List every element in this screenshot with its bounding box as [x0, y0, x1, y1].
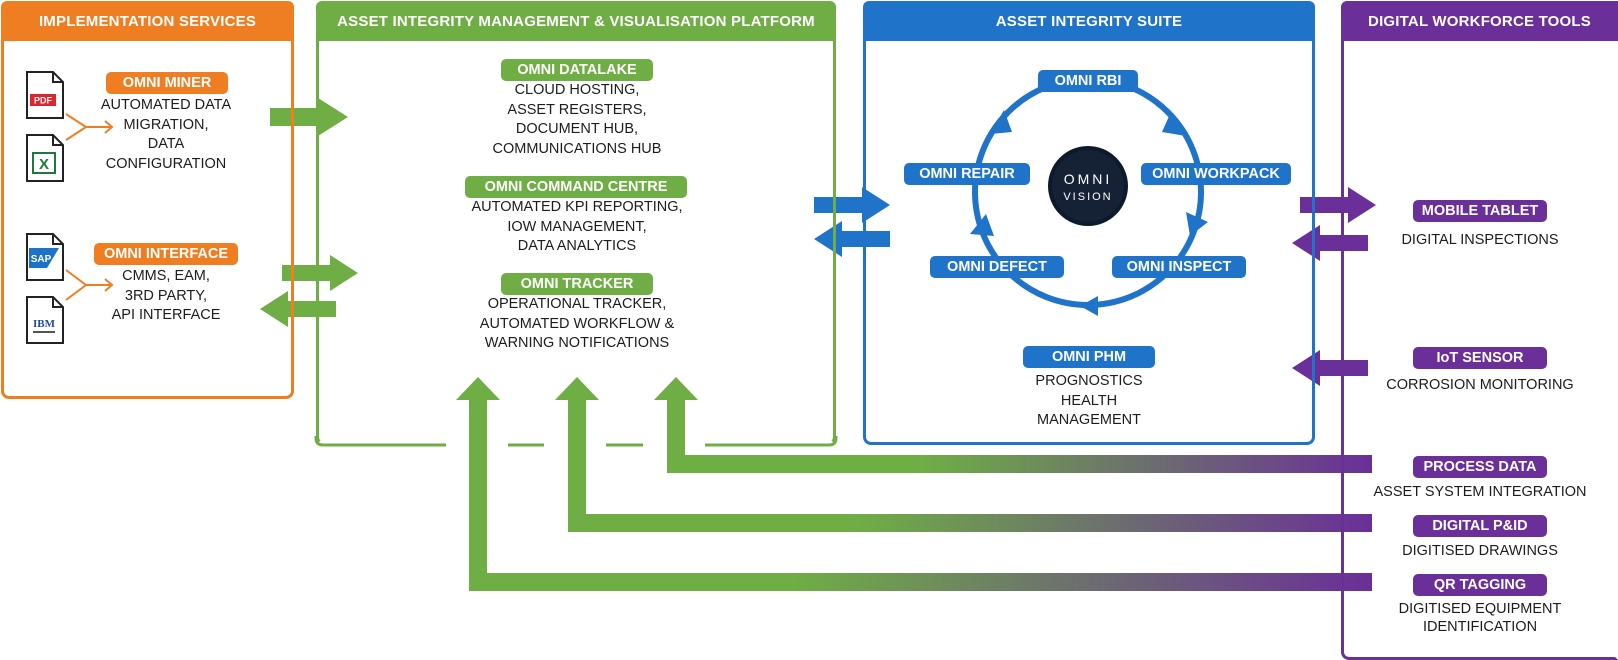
iot-sensor-label: IoT SENSOR	[1413, 347, 1547, 369]
platform-title: ASSET INTEGRITY MANAGEMENT & VISUALISATI…	[316, 1, 836, 41]
asset-integrity-suite-title: ASSET INTEGRITY SUITE	[863, 1, 1315, 41]
iot-to-suite-arrow	[1292, 350, 1368, 386]
omni-tracker-label: OMNI TRACKER	[501, 273, 653, 295]
omni-rbi-label: OMNI RBI	[1038, 70, 1138, 92]
omni-defect-label: OMNI DEFECT	[930, 256, 1064, 278]
svg-text:IBM: IBM	[33, 318, 56, 330]
svg-text:OMNI: OMNI	[1064, 171, 1113, 187]
digital-pid-arrowhead	[555, 377, 599, 400]
mobile-tablet-label: MOBILE TABLET	[1413, 200, 1547, 222]
omni-miner-label: OMNI MINER	[106, 72, 228, 94]
excel-file-icon: X	[26, 134, 64, 182]
pdf-file-icon: PDF	[26, 71, 64, 119]
platform-to-suite-arrow	[814, 187, 890, 223]
digital-pid-label: DIGITAL P&ID	[1413, 515, 1547, 537]
svg-text:VISION: VISION	[1063, 191, 1112, 203]
omni-command-centre-description: AUTOMATED KPI REPORTING, IOW MANAGEMENT,…	[471, 199, 683, 254]
platform-to-interface-arrow	[260, 291, 336, 327]
omni-inspect-label: OMNI INSPECT	[1112, 256, 1246, 278]
digital-pid-feedback-arrow	[568, 400, 1372, 532]
ibm-file-icon: IBM	[26, 296, 64, 344]
mobile-to-suite-arrow	[1292, 225, 1368, 261]
implementation-services-title: IMPLEMENTATION SERVICES	[1, 1, 294, 41]
iot-sensor-description: CORROSION MONITORING	[1386, 377, 1574, 393]
process-data-feedback-arrow	[667, 400, 1372, 473]
cycle-arrow-2	[1186, 212, 1208, 236]
omni-interface-label: OMNI INTERFACE	[94, 243, 238, 265]
digital-workforce-title: DIGITAL WORKFORCE TOOLS	[1341, 1, 1618, 41]
omni-datalake-description: CLOUD HOSTING, ASSET REGISTERS, DOCUMENT…	[492, 82, 662, 157]
miner-to-platform-arrow	[270, 98, 348, 136]
omni-repair-label: OMNI REPAIR	[904, 163, 1030, 185]
qr-tagging-feedback-arrow	[469, 400, 1372, 591]
qr-tagging-arrowhead	[456, 377, 500, 400]
cycle-arrow-1	[1162, 114, 1186, 136]
svg-text:SAP: SAP	[31, 254, 52, 265]
omni-workpack-label: OMNI WORKPACK	[1141, 163, 1291, 185]
process-data-label: PROCESS DATA	[1413, 456, 1547, 478]
svg-text:X: X	[39, 156, 49, 173]
process-data-description: ASSET SYSTEM INTEGRATION	[1373, 484, 1587, 500]
cycle-arrow-3	[1080, 296, 1098, 316]
mobile-tablet-description: DIGITAL INSPECTIONS	[1401, 232, 1559, 248]
omni-phm-description: PROGNOSTICS HEALTH MANAGEMENT	[1035, 373, 1143, 428]
omni-command-centre-label: OMNI COMMAND CENTRE	[465, 176, 687, 198]
interface-to-platform-arrow	[282, 255, 358, 291]
cycle-arrow-4	[970, 214, 994, 236]
omni-datalake-label: OMNI DATALAKE	[501, 59, 653, 81]
cycle-arrow-5	[990, 110, 1012, 134]
qr-tagging-label: QR TAGGING	[1413, 574, 1547, 596]
omni-interface-description: CMMS, EAM, 3RD PARTY, API INTERFACE	[111, 268, 221, 323]
sap-file-icon: SAP	[26, 233, 64, 281]
qr-tagging-description: DIGITISED EQUIPMENT IDENTIFICATION	[1398, 601, 1562, 635]
digital-pid-description: DIGITISED DRAWINGS	[1402, 543, 1558, 559]
process-data-arrowhead	[654, 377, 698, 400]
suite-to-mobile-arrow	[1300, 187, 1376, 223]
omni-miner-description: AUTOMATED DATA MIGRATION, DATA CONFIGURA…	[100, 97, 232, 172]
omni-phm-label: OMNI PHM	[1023, 346, 1155, 368]
svg-text:PDF: PDF	[34, 96, 53, 106]
omni-tracker-description: OPERATIONAL TRACKER, AUTOMATED WORKFLOW …	[479, 296, 675, 351]
